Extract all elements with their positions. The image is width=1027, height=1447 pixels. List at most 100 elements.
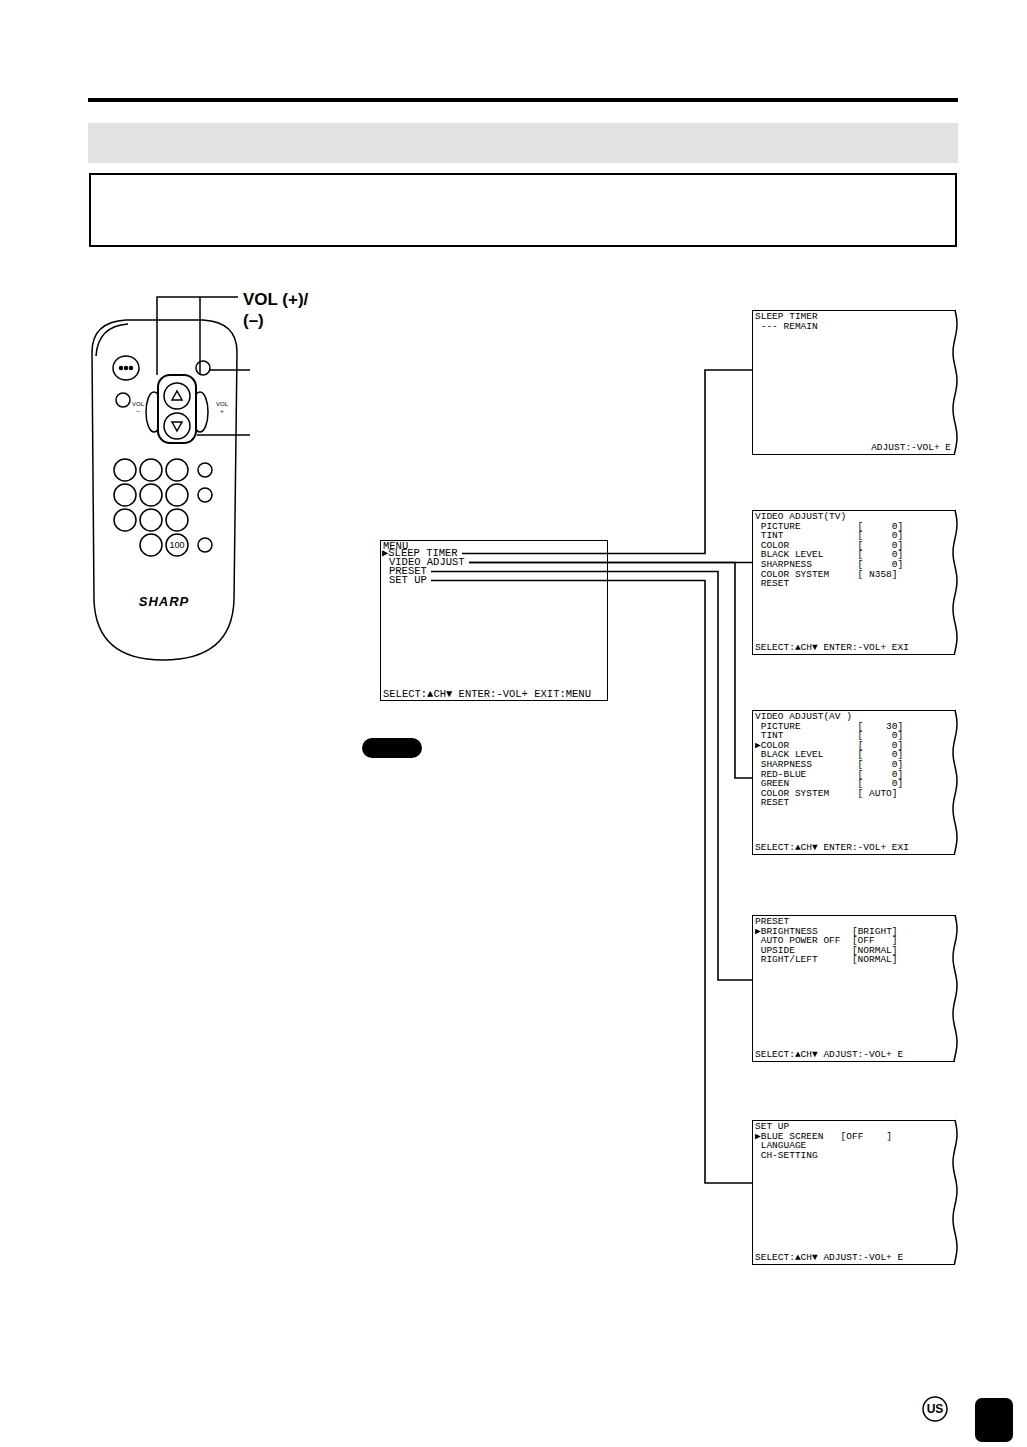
page-tab bbox=[975, 1398, 1013, 1442]
torn-edge bbox=[951, 709, 961, 856]
button-label: VOL – bbox=[131, 401, 145, 415]
torn-edge bbox=[951, 914, 961, 1063]
top-rule bbox=[88, 98, 958, 102]
torn-edge bbox=[951, 309, 961, 456]
dot bbox=[125, 367, 128, 370]
remote-body bbox=[92, 320, 237, 660]
channel-pad bbox=[158, 375, 196, 443]
key-button bbox=[114, 459, 136, 481]
screen-line: BLACK LEVEL [ 0] bbox=[755, 750, 903, 760]
screen-line: SHARPNESS [ 0] bbox=[755, 560, 903, 570]
screen-line: ▶BLUE SCREEN [OFF ] bbox=[755, 1132, 892, 1142]
screen-line: GREEN [ 0] bbox=[755, 779, 903, 789]
up-triangle bbox=[172, 391, 182, 400]
key-button bbox=[140, 459, 162, 481]
leader-lines bbox=[157, 297, 250, 435]
connector-line bbox=[431, 581, 752, 1184]
key-button bbox=[198, 463, 212, 477]
key-button bbox=[198, 488, 212, 502]
key-button bbox=[166, 534, 188, 556]
key-button bbox=[166, 459, 188, 481]
screen-display: VIDEO ADJUST(TV) PICTURE [ 0] TINT [ 0] … bbox=[752, 510, 955, 655]
connector-line bbox=[469, 563, 752, 779]
heading-band bbox=[88, 123, 958, 163]
key-button bbox=[140, 534, 162, 556]
screen-footer: SELECT:▲CH▼ ENTER:-VOL+ EXI bbox=[755, 843, 909, 853]
key-button bbox=[114, 484, 136, 506]
torn-edge-line bbox=[953, 710, 957, 854]
remote-edge bbox=[96, 324, 128, 356]
dot bbox=[120, 367, 123, 370]
leader-line bbox=[199, 297, 201, 375]
screen-line: CH-SETTING bbox=[755, 1151, 818, 1161]
screen-line: RIGHT/LEFT [NORMAL] bbox=[755, 955, 898, 965]
ch-down-button bbox=[164, 413, 190, 439]
screen-title: VIDEO ADJUST(AV ) bbox=[755, 712, 852, 722]
screen-line: COLOR SYSTEM [ N358] bbox=[755, 570, 898, 580]
screen-line: SHARPNESS [ 0] bbox=[755, 760, 903, 770]
screen-title: VIDEO ADJUST(TV) bbox=[755, 512, 846, 522]
screen-line: --- REMAIN bbox=[755, 322, 818, 332]
torn-edge bbox=[951, 509, 961, 656]
screen-line: UPSIDE [NORMAL] bbox=[755, 946, 898, 956]
screen-line: AUTO POWER OFF [OFF ] bbox=[755, 936, 898, 946]
note-badge bbox=[362, 738, 422, 758]
screen-footer: SELECT:▲CH▼ ADJUST:-VOL+ E bbox=[755, 1050, 903, 1060]
menu-item: SET UP bbox=[389, 575, 427, 586]
screen-footer: SELECT:▲CH▼ ADJUST:-VOL+ E bbox=[755, 1253, 903, 1263]
screen-line: ▶BRIGHTNESS [BRIGHT] bbox=[755, 927, 898, 937]
menu-screen: ▶SLEEP TIMERVIDEO ADJUSTPRESETSET UPMENU… bbox=[380, 540, 608, 701]
leader-line bbox=[210, 369, 250, 371]
connector-line bbox=[431, 572, 752, 981]
screen-display: SET UP▶BLUE SCREEN [OFF ] LANGUAGE CH-SE… bbox=[752, 1120, 955, 1265]
region-label: US bbox=[923, 1401, 947, 1417]
dot bbox=[130, 367, 133, 370]
screen-title: SET UP bbox=[755, 1122, 789, 1132]
leader-line bbox=[157, 297, 238, 375]
screen-line: RESET bbox=[755, 798, 789, 808]
screen-line: LANGUAGE bbox=[755, 1141, 806, 1151]
region-badge bbox=[923, 1397, 947, 1421]
key-button bbox=[140, 509, 162, 531]
key-button bbox=[198, 538, 212, 552]
screen-title: MENU bbox=[383, 542, 408, 551]
screen-title: SET UP bbox=[389, 575, 427, 586]
screen-line: PICTURE [ 30] bbox=[755, 722, 903, 732]
screen-line: RED-BLUE [ 0] bbox=[755, 770, 903, 780]
screen-display: SLEEP TIMER --- REMAIN ADJUST:-VOL+ E bbox=[752, 310, 955, 455]
button-label: VOL + bbox=[215, 401, 229, 415]
torn-edge-line bbox=[953, 1120, 957, 1264]
key-label: 100 bbox=[166, 539, 188, 551]
power-button bbox=[113, 356, 139, 380]
remote-control bbox=[92, 320, 237, 660]
leader-line bbox=[197, 434, 250, 436]
number-keys bbox=[114, 459, 212, 556]
key-button bbox=[166, 509, 188, 531]
screen-line: RESET bbox=[755, 579, 789, 589]
callout-label: VOL (+)/ (–) bbox=[243, 289, 325, 331]
down-triangle bbox=[172, 422, 182, 431]
screen-title: SLEEP TIMER bbox=[755, 312, 818, 322]
key-button bbox=[166, 484, 188, 506]
key-button bbox=[140, 484, 162, 506]
screen-footer: ADJUST:-VOL+ E bbox=[871, 443, 951, 453]
screen-line: TINT [ 0] bbox=[755, 731, 903, 741]
screen-line: PICTURE [ 0] bbox=[755, 522, 903, 532]
key-button bbox=[114, 509, 136, 531]
screen-footer: SELECT:▲CH▼ ENTER:-VOL+ EXIT:MENU bbox=[383, 690, 591, 699]
screen-footer: SELECT:▲CH▼ ENTER:-VOL+ EXI bbox=[755, 643, 909, 653]
screen-display: PRESET▶BRIGHTNESS [BRIGHT] AUTO POWER OF… bbox=[752, 915, 955, 1062]
button bbox=[116, 393, 130, 407]
screen-display: VIDEO ADJUST(AV ) PICTURE [ 30] TINT [ 0… bbox=[752, 710, 955, 855]
screen-line: TINT [ 0] bbox=[755, 531, 903, 541]
screen-line: COLOR SYSTEM [ AUTO] bbox=[755, 789, 898, 799]
torn-edge-line bbox=[953, 915, 957, 1062]
torn-edge bbox=[951, 1119, 961, 1266]
screen-line: ▶COLOR [ 0] bbox=[755, 741, 903, 751]
brand-logo: SHARP bbox=[124, 594, 204, 610]
connector-line bbox=[462, 370, 752, 554]
intro-box bbox=[90, 174, 956, 246]
torn-edge-line bbox=[953, 510, 957, 654]
